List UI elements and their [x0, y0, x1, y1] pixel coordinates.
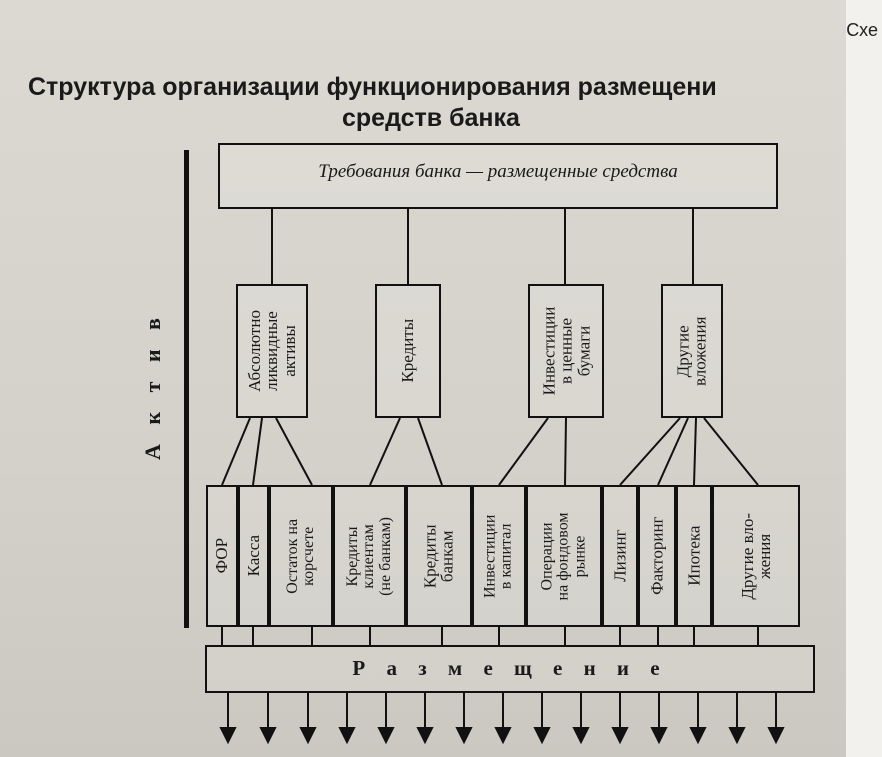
placement-box-label: Р а з м е щ е н и е — [352, 656, 668, 680]
item-label: Лизинг — [610, 529, 630, 583]
down-arrows — [219, 693, 785, 745]
item-label: Касса — [243, 535, 263, 577]
item-label: Инвестиции в капитал — [481, 514, 516, 598]
aktiv-bracket-bar — [184, 150, 189, 628]
category-label: Инвестиции в ценные бумаги — [539, 306, 593, 396]
title-line-1: Структура организации функционирования р… — [28, 73, 717, 101]
item-label: Другие вло- жения — [737, 512, 774, 600]
item-label: Факторинг — [647, 516, 667, 596]
connector-cat3-item7 — [564, 417, 567, 486]
category-label: Кредиты — [398, 319, 418, 383]
item-factoring: Факторинг — [638, 485, 676, 627]
connector-cat2-item4 — [369, 417, 401, 486]
connector-cat4-item8 — [619, 417, 681, 486]
item-label: Ипотека — [684, 525, 704, 587]
item-stock-market: Операции на фондовом рынке — [526, 485, 602, 627]
item-mortgage: Ипотека — [676, 485, 712, 627]
title-line-2: средств банка — [342, 104, 520, 132]
connector-cat1-item1 — [221, 417, 251, 486]
placement-box: Р а з м е щ е н и е — [205, 645, 815, 693]
item-for: ФОР — [206, 485, 238, 627]
scheme-label: Схе — [846, 20, 878, 40]
category-liquid-assets: Абсолютно ликвидные активы — [236, 284, 308, 418]
connector-cat4-item10 — [693, 417, 697, 486]
connector-cat4-item9 — [657, 417, 689, 486]
diagram-title: Структура организации функционирования р… — [20, 72, 880, 134]
item-label: Операции на фондовом рынке — [538, 512, 589, 600]
item-kassa: Касса — [238, 485, 269, 627]
connector-cat1-item2 — [252, 417, 263, 486]
item-label: ФОР — [212, 538, 232, 574]
category-credits: Кредиты — [375, 284, 441, 418]
category-label: Другие вложения — [673, 316, 711, 386]
connector-cat3-item6 — [498, 417, 549, 486]
item-capital-investments: Инвестиции в капитал — [472, 485, 526, 627]
item-client-credits: Кредиты клиентам (не банкам) — [333, 485, 406, 627]
item-label: Кредиты банкам — [420, 524, 458, 588]
requirements-box: Требования банка — размещенные средства — [218, 143, 778, 209]
category-other-investments: Другие вложения — [661, 284, 723, 418]
item-leasing: Лизинг — [602, 485, 638, 627]
category-securities: Инвестиции в ценные бумаги — [528, 284, 604, 418]
item-label: Кредиты клиентам (не банкам) — [344, 516, 394, 596]
connector-cat2-item5 — [417, 417, 443, 486]
item-label: Остаток на корсчете — [283, 518, 317, 594]
item-other: Другие вло- жения — [712, 485, 800, 627]
page-edge — [846, 0, 882, 757]
item-korschet: Остаток на корсчете — [269, 485, 333, 627]
category-label: Абсолютно ликвидные активы — [245, 310, 299, 392]
requirements-box-label: Требования банка — размещенные средства — [318, 161, 678, 182]
connector-cat4-item11 — [703, 417, 759, 486]
item-bank-credits: Кредиты банкам — [406, 485, 472, 627]
connector-cat1-item3 — [275, 417, 313, 486]
